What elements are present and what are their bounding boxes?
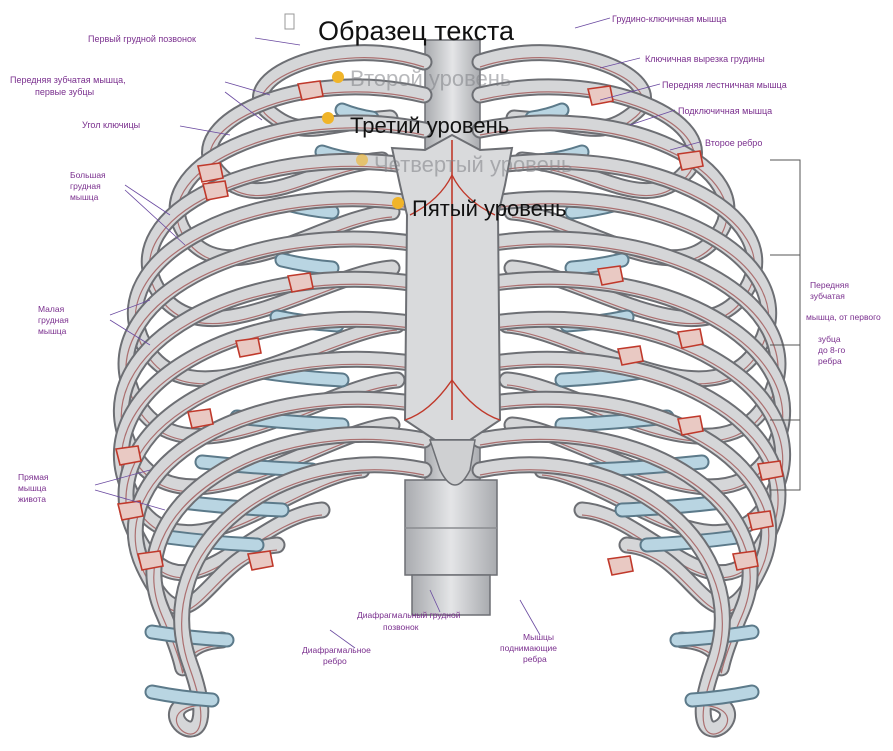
label-pectoralis-major-1: Большая — [70, 170, 106, 180]
attachment-patch — [598, 266, 623, 285]
label-pectoralis-major-2: грудная — [70, 181, 101, 191]
label-diaphragm-rib-1: Диафрагмальное — [302, 645, 371, 655]
label-diaphragm-vertebra-1: Диафрагмальный грудной — [357, 610, 461, 620]
attachment-patch — [188, 409, 213, 428]
label-levatores-3: ребра — [523, 654, 547, 664]
label-clavicle-angle: Угол ключицы — [82, 120, 140, 130]
attachment-patch — [608, 556, 633, 575]
attachment-patch — [298, 81, 323, 100]
label-rectus-abdominis-3: живота — [18, 494, 46, 504]
label-first-thoracic-vertebra: Первый грудной позвонок — [88, 34, 196, 44]
label-diaphragm-rib-2: ребро — [323, 656, 347, 666]
label-pectoralis-minor-3: мышца — [38, 326, 67, 336]
leader-line — [520, 600, 540, 635]
attachment-patch — [678, 329, 703, 348]
overlay-level-3: Третий уровень — [350, 113, 509, 138]
attachment-patch — [248, 551, 273, 570]
label-serratus-right-1: Передняя — [810, 280, 849, 290]
attachment-patch — [733, 551, 758, 570]
attachment-patch — [588, 86, 613, 105]
attachment-patch — [116, 446, 141, 465]
label-anterior-scalene: Передняя лестничная мышца — [662, 80, 787, 90]
label-rectus-abdominis-2: мышца — [18, 483, 47, 493]
bullet-icon — [392, 197, 404, 209]
attachment-patch — [678, 416, 703, 435]
attachment-patch — [748, 511, 773, 530]
label-serratus-right-2: зубчатая — [810, 291, 845, 301]
overlay-level-2: Второй уровень — [350, 66, 511, 91]
label-clavicular-notch: Ключичная вырезка грудины — [645, 54, 765, 64]
attachment-patch — [118, 501, 143, 520]
label-subclavius: Подключичная мышца — [678, 106, 772, 116]
attachment-patch — [758, 461, 783, 480]
label-serratus-anterior-1: Передняя зубчатая мышца, — [10, 75, 126, 85]
label-levatores-1: Мышцы — [523, 632, 554, 642]
label-serratus-right-5: до 8-го — [818, 345, 846, 355]
overlay-level-5: Пятый уровень — [412, 196, 567, 221]
label-levatores-2: поднимающие — [500, 643, 557, 653]
attachment-patch — [236, 338, 261, 357]
leader-line — [255, 38, 300, 45]
label-rectus-abdominis-1: Прямая — [18, 472, 49, 482]
attachment-patch — [678, 151, 703, 170]
attachment-patch — [288, 273, 313, 292]
overlay-title: Образец текста — [318, 16, 515, 46]
bullet-icon — [356, 154, 368, 166]
label-serratus-anterior-2: первые зубцы — [35, 87, 94, 97]
attachment-patch — [138, 551, 163, 570]
label-serratus-right-4: зубца — [818, 334, 841, 344]
text-cursor-marker — [285, 14, 294, 29]
overlay-level-4: Четвертый уровень — [374, 152, 572, 177]
bullet-icon — [322, 112, 334, 124]
label-sternocleidomastoid: Грудино-ключичная мышца — [612, 14, 726, 24]
attachment-patch — [203, 181, 228, 200]
label-serratus-right-3: мышца, от первого — [806, 312, 881, 322]
label-pectoralis-minor-2: грудная — [38, 315, 69, 325]
bullet-icon — [332, 71, 344, 83]
label-second-rib: Второе ребро — [705, 138, 762, 148]
label-serratus-right-6: ребра — [818, 356, 842, 366]
attachment-patch — [618, 346, 643, 365]
attachment-patch — [198, 163, 223, 182]
label-pectoralis-minor-1: Малая — [38, 304, 65, 314]
leader-line — [575, 18, 610, 28]
label-pectoralis-major-3: мышца — [70, 192, 99, 202]
label-diaphragm-vertebra-2: позвонок — [383, 622, 419, 632]
